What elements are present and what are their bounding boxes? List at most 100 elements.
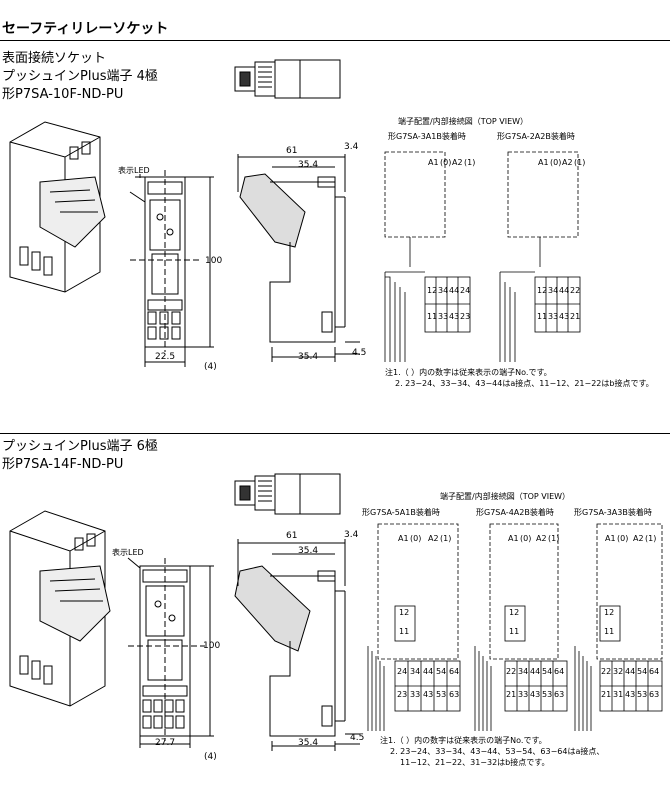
s1-a-t0: 12 bbox=[427, 286, 438, 295]
s2-c-11: 11 bbox=[604, 627, 615, 636]
s2-a-A2: A2 bbox=[428, 534, 439, 543]
s2-c-b2: 43 bbox=[625, 690, 636, 699]
s1-dim-35-4-top: 35.4 bbox=[298, 160, 319, 170]
s2-c-p1: (1) bbox=[645, 534, 657, 543]
s1-a-b2: 43 bbox=[449, 312, 460, 321]
s1-b-b0: 11 bbox=[537, 312, 548, 321]
s1-a-b1: 33 bbox=[438, 312, 449, 321]
s1-b-b2: 43 bbox=[559, 312, 570, 321]
s2-front-view bbox=[127, 557, 214, 748]
s1-diagram-b-label: 形G7SA-2A2B装着時 bbox=[497, 132, 575, 141]
s1-led-label: 表示LED bbox=[118, 166, 150, 175]
s2-b-p0: (0) bbox=[520, 534, 532, 543]
s1-side-view bbox=[237, 154, 360, 362]
s1-dim-100: 100 bbox=[205, 256, 223, 266]
s2-a-b2: 43 bbox=[423, 690, 434, 699]
s1-diagram-a-label: 形G7SA-3A1B装着時 bbox=[388, 132, 466, 141]
s1-a-t2: 44 bbox=[449, 286, 460, 295]
page-title: セーフティリレーソケット bbox=[2, 21, 169, 37]
s2-c-b1: 31 bbox=[613, 690, 624, 699]
s2-dim-100: 100 bbox=[203, 641, 221, 651]
s2-c-A2: A2 bbox=[633, 534, 644, 543]
s2-b-12: 12 bbox=[509, 608, 520, 617]
s2-b-t0: 22 bbox=[506, 667, 517, 676]
s2-isometric-socket bbox=[9, 510, 111, 707]
s1-b-p1: (1) bbox=[574, 158, 586, 167]
s2-diagram-c bbox=[574, 523, 663, 731]
s2-a-t1: 34 bbox=[410, 667, 421, 676]
s2-dim-35-4-top: 35.4 bbox=[298, 546, 319, 556]
s2-c-t4: 64 bbox=[649, 667, 660, 676]
section1-drawings bbox=[9, 59, 581, 367]
section2-line1: プッシュインPlus端子 6極 bbox=[2, 439, 158, 454]
s1-b-b1: 33 bbox=[548, 312, 559, 321]
s2-a-t2: 44 bbox=[423, 667, 434, 676]
section2-heading: プッシュインPlus端子 6極 形P7SA-14F-ND-PU bbox=[2, 438, 158, 474]
s2-b-p1: (1) bbox=[548, 534, 560, 543]
s2-a-b3: 53 bbox=[436, 690, 447, 699]
s2-b-t4: 64 bbox=[554, 667, 565, 676]
s1-a-A1: A1 bbox=[428, 158, 439, 167]
s2-led-label: 表示LED bbox=[112, 548, 144, 557]
s2-c-12: 12 bbox=[604, 608, 615, 617]
s2-dim-35-4-bottom: 35.4 bbox=[298, 738, 319, 748]
s1-dim-3-4: 3.4 bbox=[344, 142, 359, 152]
s2-a-b0: 23 bbox=[397, 690, 408, 699]
s2-dim-3-4: 3.4 bbox=[344, 530, 359, 540]
s2-c-p0: (0) bbox=[617, 534, 629, 543]
s2-c-t0: 22 bbox=[601, 667, 612, 676]
s1-diagram-a bbox=[384, 151, 471, 362]
s1-b-A1: A1 bbox=[538, 158, 549, 167]
s1-diagram-title: 端子配置/内部接続図（TOP VIEW） bbox=[398, 117, 529, 126]
s1-b-t0: 12 bbox=[537, 286, 548, 295]
s2-b-11: 11 bbox=[509, 627, 520, 636]
s2-c-t3: 54 bbox=[637, 667, 648, 676]
section-divider bbox=[0, 433, 670, 434]
s1-dim-4: (4) bbox=[204, 362, 217, 372]
s2-a-12: 12 bbox=[399, 608, 410, 617]
s2-a-b1: 33 bbox=[410, 690, 421, 699]
s2-dim-27-7: 27.7 bbox=[155, 738, 176, 748]
s2-a-b4: 63 bbox=[449, 690, 460, 699]
s2-diagram-a-label: 形G7SA-5A1B装着時 bbox=[362, 508, 440, 517]
s2-diagram-b bbox=[474, 523, 568, 731]
s1-b-b3: 21 bbox=[570, 312, 581, 321]
s2-c-t1: 32 bbox=[613, 667, 624, 676]
s2-dim-61: 61 bbox=[286, 531, 298, 541]
s2-b-b4: 63 bbox=[554, 690, 565, 699]
s2-a-t0: 24 bbox=[397, 667, 408, 676]
s2-diagram-b-label: 形G7SA-4A2B装着時 bbox=[476, 508, 554, 517]
section1-line1: 表面接続ソケット bbox=[2, 51, 107, 66]
s1-b-A2: A2 bbox=[562, 158, 573, 167]
section2-line2: 形P7SA-14F-ND-PU bbox=[2, 457, 124, 472]
s2-c-b3: 53 bbox=[637, 690, 648, 699]
s2-c-t2: 44 bbox=[625, 667, 636, 676]
s2-note1: 注1.（ ）内の数字は従来表示の端子No.です。 bbox=[380, 736, 547, 745]
s2-b-b2: 43 bbox=[530, 690, 541, 699]
s1-dim-22-5: 22.5 bbox=[155, 352, 176, 362]
s1-b-p0: (0) bbox=[550, 158, 562, 167]
s2-c-b0: 21 bbox=[601, 690, 612, 699]
s1-isometric-socket bbox=[9, 121, 106, 293]
s2-a-11: 11 bbox=[399, 627, 410, 636]
s1-dim-35-4-bottom: 35.4 bbox=[298, 352, 319, 362]
s1-note2: 2. 23−24、33−34、43−44はa接点、11−12、21−22はb接点… bbox=[395, 379, 654, 388]
s2-a-t3: 54 bbox=[436, 667, 447, 676]
s1-dim-61: 61 bbox=[286, 146, 298, 156]
s2-top-thumbnail bbox=[234, 473, 341, 515]
s2-c-b4: 63 bbox=[649, 690, 660, 699]
s2-diagram-c-label: 形G7SA-3A3B装着時 bbox=[574, 508, 652, 517]
s2-dim-4: (4) bbox=[204, 752, 217, 762]
s1-front-view bbox=[129, 170, 214, 367]
s2-a-A1: A1 bbox=[398, 534, 409, 543]
s1-top-thumbnail bbox=[234, 59, 341, 99]
s2-b-b3: 53 bbox=[542, 690, 553, 699]
s2-b-A1: A1 bbox=[508, 534, 519, 543]
s2-a-p0: (0) bbox=[410, 534, 422, 543]
s1-diagram-b bbox=[499, 151, 581, 362]
s2-b-t3: 54 bbox=[542, 667, 553, 676]
s2-diagram-title: 端子配置/内部接続図（TOP VIEW） bbox=[440, 492, 571, 501]
title-rule bbox=[0, 40, 670, 41]
s1-a-b0: 11 bbox=[427, 312, 438, 321]
s1-a-p1: (1) bbox=[464, 158, 476, 167]
